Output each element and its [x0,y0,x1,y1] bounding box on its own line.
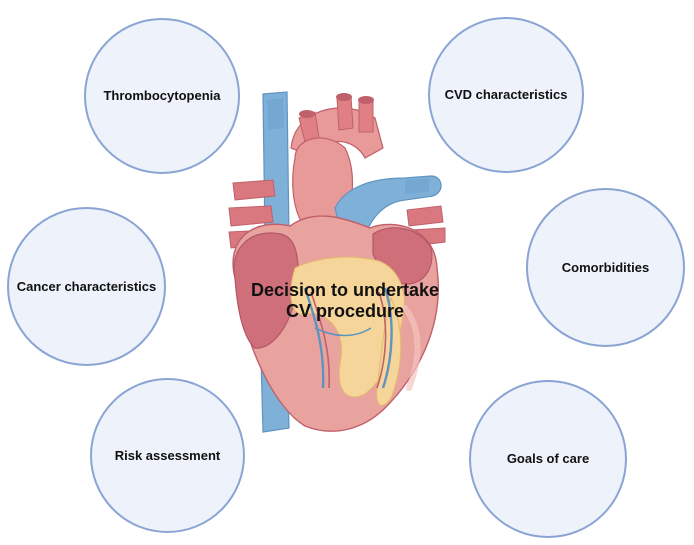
factor-comorbidities: Comorbidities [526,188,685,347]
factor-label: Cancer characteristics [16,278,157,294]
factor-thrombocytopenia: Thrombocytopenia [84,18,240,174]
center-decision-label: Decision to undertake CV procedure [215,280,475,321]
center-label-line2: CV procedure [285,300,405,321]
factor-goals-of-care: Goals of care [469,380,627,538]
factor-label: Thrombocytopenia [103,88,221,104]
center-label-line1: Decision to undertake [250,280,440,300]
factor-risk-assessment: Risk assessment [90,378,245,533]
heart-icon [228,91,446,433]
factor-cvd-characteristics: CVD characteristics [428,17,584,173]
factor-label: Goals of care [506,451,590,467]
factor-label: CVD characteristics [444,87,568,103]
factor-cancer-characteristics: Cancer characteristics [7,207,166,366]
factor-label: Comorbidities [561,259,650,275]
factor-label: Risk assessment [114,447,221,463]
